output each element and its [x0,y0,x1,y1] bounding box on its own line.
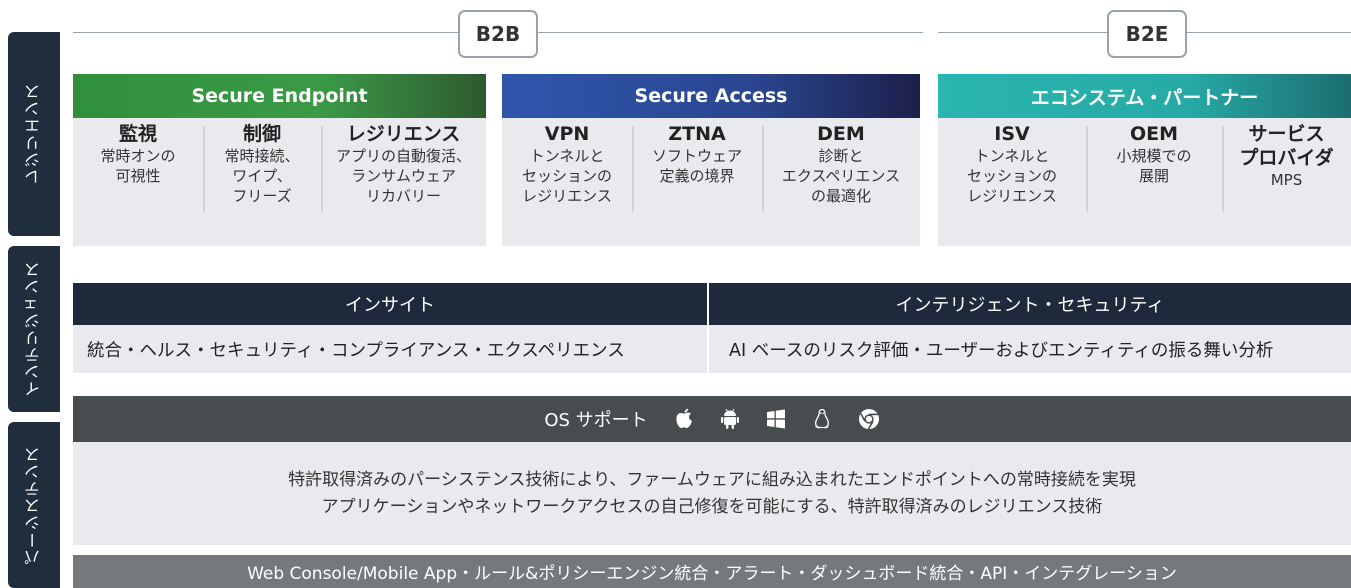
feature-dem: DEM 診断と エクスペリエンス の最適化 [762,122,920,212]
side-tab-resilience: レジリエンス [8,32,60,236]
platform-footer-text: Web Console/Mobile App・ルール&ポリシーエンジン統合・アラ… [247,564,1177,584]
feature-ztna: ZTNA ソフトウェア 定義の境界 [632,122,762,212]
insight-header-label: インサイト [345,295,435,316]
side-tab-resilience-label: レジリエンス [24,83,43,185]
feature-desc: トンネルと セッションの レジリエンス [966,147,1057,205]
panel-secure-endpoint-title: Secure Endpoint [191,85,368,107]
feature-title: サービス プロバイダ [1239,123,1334,169]
side-tab-intelligence: インテリジェンス [8,246,60,412]
windows-icon [766,409,786,429]
panel-secure-access-header: Secure Access [502,74,920,118]
feature-desc: トンネルと セッションの レジリエンス [521,147,612,205]
feature-isv: ISV トンネルと セッションの レジリエンス [938,122,1086,206]
b2e-badge-label: B2E [1125,22,1169,46]
intelligent-security-body: AI ベースのリスク評価・ユーザーおよびエンティティの振る舞い分析 [709,325,1351,373]
persistence-line-2: アプリケーションやネットワークアクセスの自己修復を可能にする、特許取得済みのレジ… [321,496,1103,517]
feature-desc: 診断と エクスペリエンス の最適化 [781,147,901,205]
insight-header: インサイト [73,283,707,325]
feature-oem: OEM 小規模での 展開 [1086,122,1222,212]
side-tab-intelligence-label: インテリジェンス [24,261,43,397]
feature-desc: 常時オンの 可視性 [100,147,176,185]
insight-body: 統合・ヘルス・セキュリティ・コンプライアンス・エクスペリエンス [73,325,707,373]
b2b-badge-label: B2B [475,22,521,46]
panel-ecosystem-partners: エコシステム・パートナー ISV トンネルと セッションの レジリエンス OEM… [938,74,1351,246]
panel-secure-access: Secure Access VPN トンネルと セッションの レジリエンス ZT… [502,74,920,246]
feature-desc: 常時接続、 ワイプ、 フリーズ [224,147,300,205]
feature-title: OEM [1129,123,1179,145]
android-icon [720,408,740,430]
side-tab-persistence-label: パーシステンス [24,445,43,565]
feature-vpn: VPN トンネルと セッションの レジリエンス [502,122,632,206]
feature-service-provider: サービス プロバイダ MPS [1222,122,1351,212]
intelligent-security-body-text: AI ベースのリスク評価・ユーザーおよびエンティティの振る舞い分析 [729,340,1274,361]
feature-title: ISV [994,123,1030,145]
panel-ecosystem-header: エコシステム・パートナー [938,74,1351,118]
insight-body-text: 統合・ヘルス・セキュリティ・コンプライアンス・エクスペリエンス [87,340,625,361]
feature-desc: MPS [1270,171,1303,189]
panel-secure-endpoint-columns: 監視 常時オンの 可視性 制御 常時接続、 ワイプ、 フリーズ レジリエンス ア… [73,118,486,212]
feature-title: 制御 [242,123,281,145]
insight-divider [707,283,709,373]
persistence-description: 特許取得済みのパーシステンス技術により、ファームウェアに組み込まれたエンドポイン… [73,442,1351,545]
os-support-bar: OS サポート [73,396,1351,442]
feature-title: レジリエンス [346,123,461,145]
feature-title: VPN [544,123,590,145]
feature-desc: ソフトウェア 定義の境界 [651,147,742,185]
panel-ecosystem-title: エコシステム・パートナー [1030,86,1259,109]
panel-secure-endpoint-header: Secure Endpoint [73,74,486,118]
feature-control: 制御 常時接続、 ワイプ、 フリーズ [203,122,321,212]
persistence-line-1: 特許取得済みのパーシステンス技術により、ファームウェアに組み込まれたエンドポイン… [288,469,1136,490]
intelligent-security-header-label: インテリジェント・セキュリティ [895,295,1165,316]
chrome-icon [858,408,880,430]
feature-title: ZTNA [668,123,726,145]
b2b-badge: B2B [458,10,538,58]
b2e-badge: B2E [1107,10,1187,58]
os-support-label: OS サポート [544,410,648,431]
side-tab-persistence: パーシステンス [8,422,60,588]
feature-desc: アプリの自動復活、 ランサムウェア リカバリー [335,147,471,205]
platform-footer: Web Console/Mobile App・ルール&ポリシーエンジン統合・アラ… [73,555,1351,588]
intelligent-security-header: インテリジェント・セキュリティ [709,283,1351,325]
panel-secure-endpoint: Secure Endpoint 監視 常時オンの 可視性 制御 常時接続、 ワイ… [73,74,486,246]
feature-monitoring: 監視 常時オンの 可視性 [73,122,203,206]
panel-secure-access-columns: VPN トンネルと セッションの レジリエンス ZTNA ソフトウェア 定義の境… [502,118,920,212]
panel-ecosystem-columns: ISV トンネルと セッションの レジリエンス OEM 小規模での 展開 サービ… [938,118,1351,212]
linux-icon [812,408,832,430]
feature-resilience: レジリエンス アプリの自動復活、 ランサムウェア リカバリー [321,122,486,212]
feature-title: 監視 [118,123,157,145]
apple-icon [674,408,694,430]
feature-desc: 小規模での 展開 [1116,147,1192,185]
feature-title: DEM [817,123,865,145]
panel-secure-access-title: Secure Access [634,85,788,107]
